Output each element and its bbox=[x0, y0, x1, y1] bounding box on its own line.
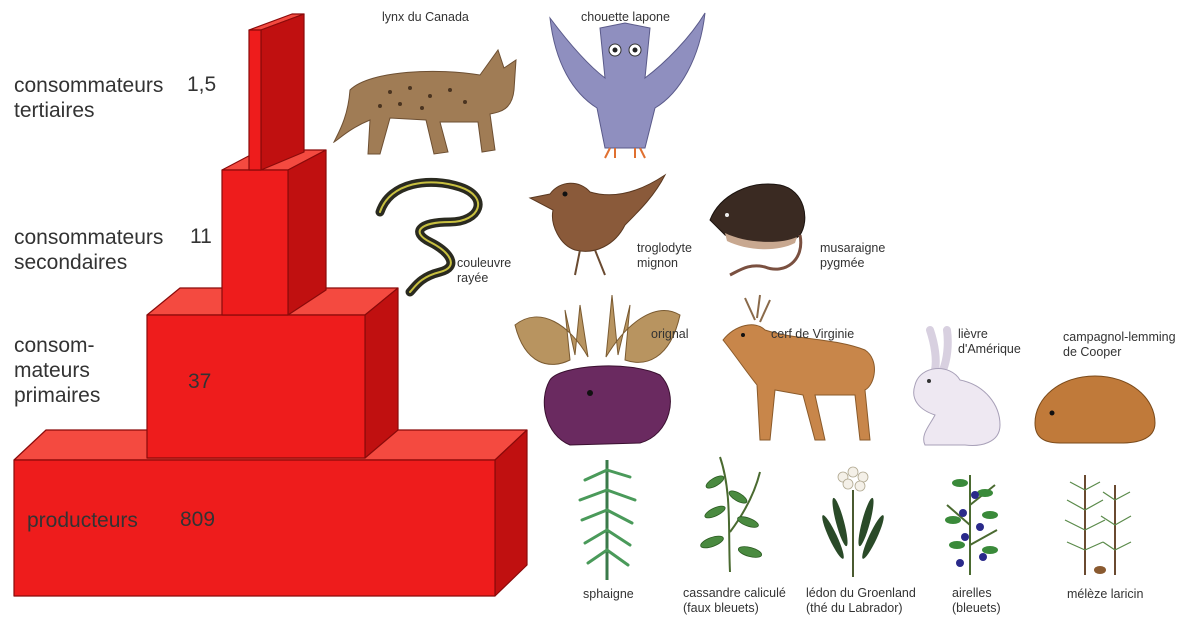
label-lynx: lynx du Canada bbox=[382, 10, 469, 25]
secondary-block-side bbox=[288, 150, 326, 315]
producers-block-side bbox=[495, 430, 527, 596]
labrador-tea-illustration bbox=[818, 462, 888, 582]
pygmy-shrew-illustration bbox=[705, 175, 815, 280]
label-tamarack: mélèze laricin bbox=[1067, 587, 1143, 602]
sphagnum-illustration bbox=[570, 455, 645, 585]
tertiary-block-front bbox=[249, 30, 261, 170]
label-labrador-tea: lédon du Groenland(thé du Labrador) bbox=[806, 586, 916, 616]
level-value-tertiary: 1,5 bbox=[187, 73, 216, 97]
moose-illustration bbox=[510, 285, 685, 450]
label-white-tailed-deer: cerf de Virginie bbox=[771, 327, 854, 342]
bog-lemming-illustration bbox=[1030, 368, 1160, 448]
leatherleaf-illustration bbox=[690, 452, 780, 577]
level-value-producers: 809 bbox=[180, 508, 215, 532]
label-great-grey-owl: chouette lapone bbox=[581, 10, 670, 25]
lynx-illustration bbox=[330, 30, 530, 160]
great-grey-owl-illustration bbox=[545, 8, 710, 163]
level-value-secondary: 11 bbox=[190, 225, 212, 249]
blueberry-illustration bbox=[935, 465, 1010, 580]
label-blueberry: airelles(bleuets) bbox=[952, 586, 1001, 616]
secondary-block-front bbox=[222, 170, 288, 315]
primary-block-front bbox=[147, 315, 365, 458]
white-tailed-deer-illustration bbox=[715, 290, 885, 450]
label-moose: orignal bbox=[651, 327, 689, 342]
tertiary-block-side bbox=[261, 14, 304, 170]
tamarack-illustration bbox=[1055, 470, 1140, 580]
level-value-primary: 37 bbox=[188, 370, 211, 394]
level-label-producers: producteurs bbox=[27, 508, 138, 533]
primary-block-side bbox=[365, 288, 398, 458]
label-leatherleaf: cassandre caliculé(faux bleuets) bbox=[683, 586, 786, 616]
label-sphagnum: sphaigne bbox=[583, 587, 634, 602]
